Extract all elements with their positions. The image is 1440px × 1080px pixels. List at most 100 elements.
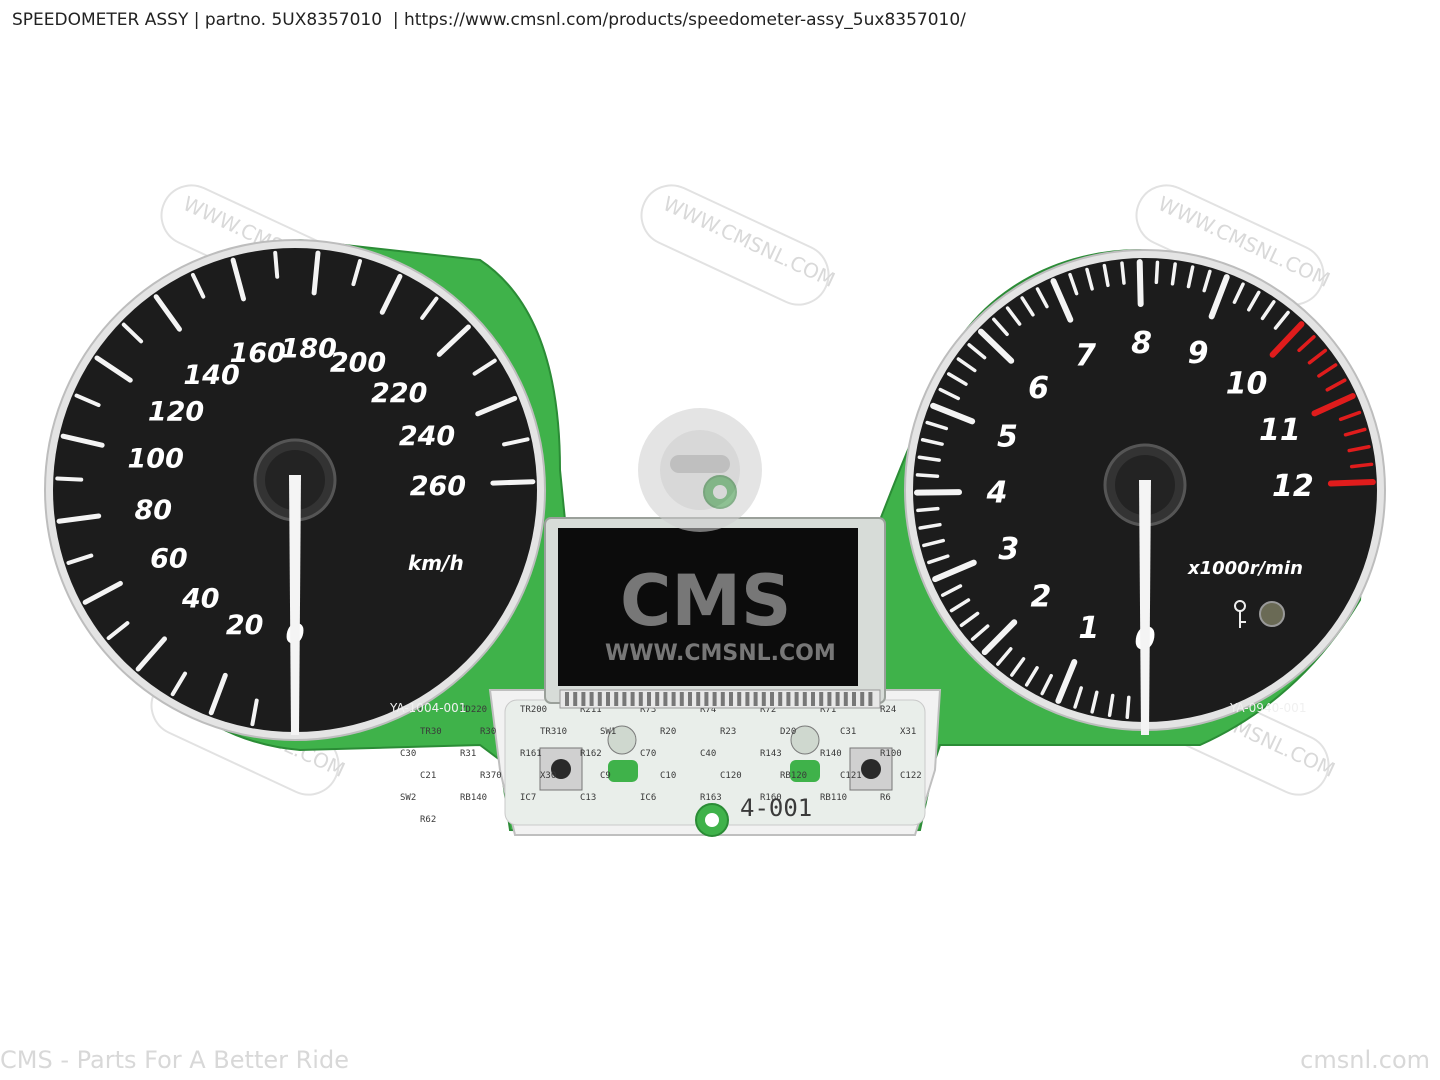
tachometer-dial: 0123456789101112 x1000r/min YA-0940-001 [904, 249, 1386, 735]
tachometer-tick [1136, 259, 1144, 308]
lcd-pin [802, 692, 807, 706]
speedometer-tick [502, 437, 530, 447]
tachometer-tick [1055, 659, 1078, 704]
tachometer-tick [1208, 274, 1230, 320]
speedometer-label: 220 [371, 378, 427, 409]
speedometer-label: 260 [410, 471, 466, 502]
tachometer-tick [1068, 272, 1079, 296]
speedometer-labels: 020406080100120140160180200220240260 [128, 334, 467, 650]
lcd-pin [843, 692, 848, 706]
pcb-component-label: R73 [640, 705, 656, 715]
tachometer-tick [959, 611, 980, 628]
lcd-pin [794, 692, 799, 706]
pcb-component-label: C120 [720, 771, 742, 781]
pcb-component-label: RB110 [820, 793, 847, 803]
tachometer-label: 11 [1259, 413, 1301, 448]
lcd-pin [868, 692, 873, 706]
watermark-badge: WWW.CMSNL.COM [640, 184, 839, 306]
lcd-pin [647, 692, 651, 706]
pcb-component-label: R160 [760, 793, 782, 803]
tachometer-tick [920, 437, 944, 446]
tachometer-tick [981, 619, 1018, 656]
pcb-component-label: X31 [900, 727, 916, 737]
tachometer-code: YA-0940-001 [1229, 701, 1306, 715]
tachometer-tick [1349, 462, 1374, 469]
tachometer-tick [949, 598, 971, 613]
speedometer-tick [121, 322, 144, 344]
tachometer-tick [1024, 666, 1039, 687]
lcd-pin [778, 692, 783, 706]
speedometer-tick [230, 257, 246, 302]
lcd-pin [729, 692, 733, 706]
speedometer-tick [74, 393, 101, 408]
tachometer-label: 2 [1031, 579, 1052, 614]
tachometer-tick [1186, 265, 1195, 289]
product-url[interactable]: https://www.cmsnl.com/products/speedomet… [404, 10, 966, 30]
lcd-pin [589, 692, 594, 706]
speedometer-tick [66, 553, 94, 565]
speedometer-tick [490, 479, 536, 486]
pcb-component-label: SW1 [600, 727, 616, 737]
lcd-pin [704, 692, 709, 706]
pcb-component-label: R163 [700, 793, 722, 803]
tachometer-tick [1102, 263, 1110, 288]
pcb-component-label: D20 [780, 727, 796, 737]
tachometer-tick [932, 559, 977, 583]
tachometer-tick [956, 357, 977, 373]
tachometer-tick [1269, 321, 1305, 358]
tachometer-tick [1154, 260, 1160, 285]
switch-sw2 [849, 747, 893, 791]
pcb-component-label: SW2 [400, 793, 416, 803]
lcd-pin [581, 692, 586, 706]
pcb-component-label: R6 [880, 793, 891, 803]
speedometer-tick [82, 580, 123, 605]
pcb-component-label: RB140 [460, 793, 487, 803]
lcd-pin [770, 692, 774, 706]
tachometer-label: 10 [1226, 366, 1268, 401]
tachometer-label: 9 [1188, 336, 1209, 371]
pcb-component-label: R211 [580, 705, 602, 715]
speedometer-label: 160 [230, 338, 286, 369]
tachometer-tick [925, 420, 949, 431]
pcb-labels: R220ZD220TR200R211R73R74R72R71R24TR30R30… [400, 705, 922, 825]
lcd-pin [638, 692, 643, 706]
pcb-component-label: C10 [660, 771, 676, 781]
key-icon [1234, 600, 1246, 628]
lcd-pin [753, 692, 758, 706]
speedometer-dial: 020406080100120140160180200220240260 km/… [44, 239, 546, 741]
speedometer-label: 140 [183, 360, 239, 391]
lcd-pin [811, 692, 815, 706]
lcd-pin [712, 692, 717, 706]
tachometer-tick [1020, 296, 1035, 317]
cms-logo-watermark: CMS WWW.CMSNL.COM [605, 408, 836, 666]
tachometer-label: 4 [986, 476, 1008, 511]
pcb-component-label: R23 [720, 727, 736, 737]
tachometer-tick [930, 402, 976, 425]
tachometer-tick [1010, 657, 1026, 677]
tachometer-tick [1260, 300, 1276, 321]
pcb-component-label: R100 [880, 749, 902, 759]
pcb-component-label: IC7 [520, 793, 536, 803]
speedometer-tick [250, 698, 259, 727]
pcb-component-label: R24 [880, 705, 896, 715]
pcb-component-label: C21 [420, 771, 436, 781]
watermark-text: WWW.CMSNL.COM [659, 191, 838, 292]
speedometer-tick [190, 272, 206, 299]
tachometer-tick [996, 647, 1013, 666]
tachometer-tick [1317, 363, 1338, 378]
tachometer-tick [1073, 686, 1083, 709]
speedometer-needle [289, 475, 301, 735]
tachometer-unit: x1000r/min [1187, 558, 1303, 579]
lcd-pins [565, 692, 873, 706]
tachometer-label: 12 [1272, 469, 1314, 504]
pcb-component-label: C31 [840, 727, 856, 737]
tachometer-tick [1125, 695, 1131, 720]
speedometer-tick [436, 324, 471, 357]
pcb-component-label: R74 [700, 705, 716, 715]
speedometer-label: 240 [399, 421, 455, 452]
footer-domain: cmsnl.com [1300, 1046, 1430, 1074]
pcb-component-label: RB120 [780, 771, 807, 781]
tachometer-tick [918, 522, 942, 530]
lcd-pin [606, 692, 610, 706]
tachometer-tick [1050, 278, 1074, 323]
